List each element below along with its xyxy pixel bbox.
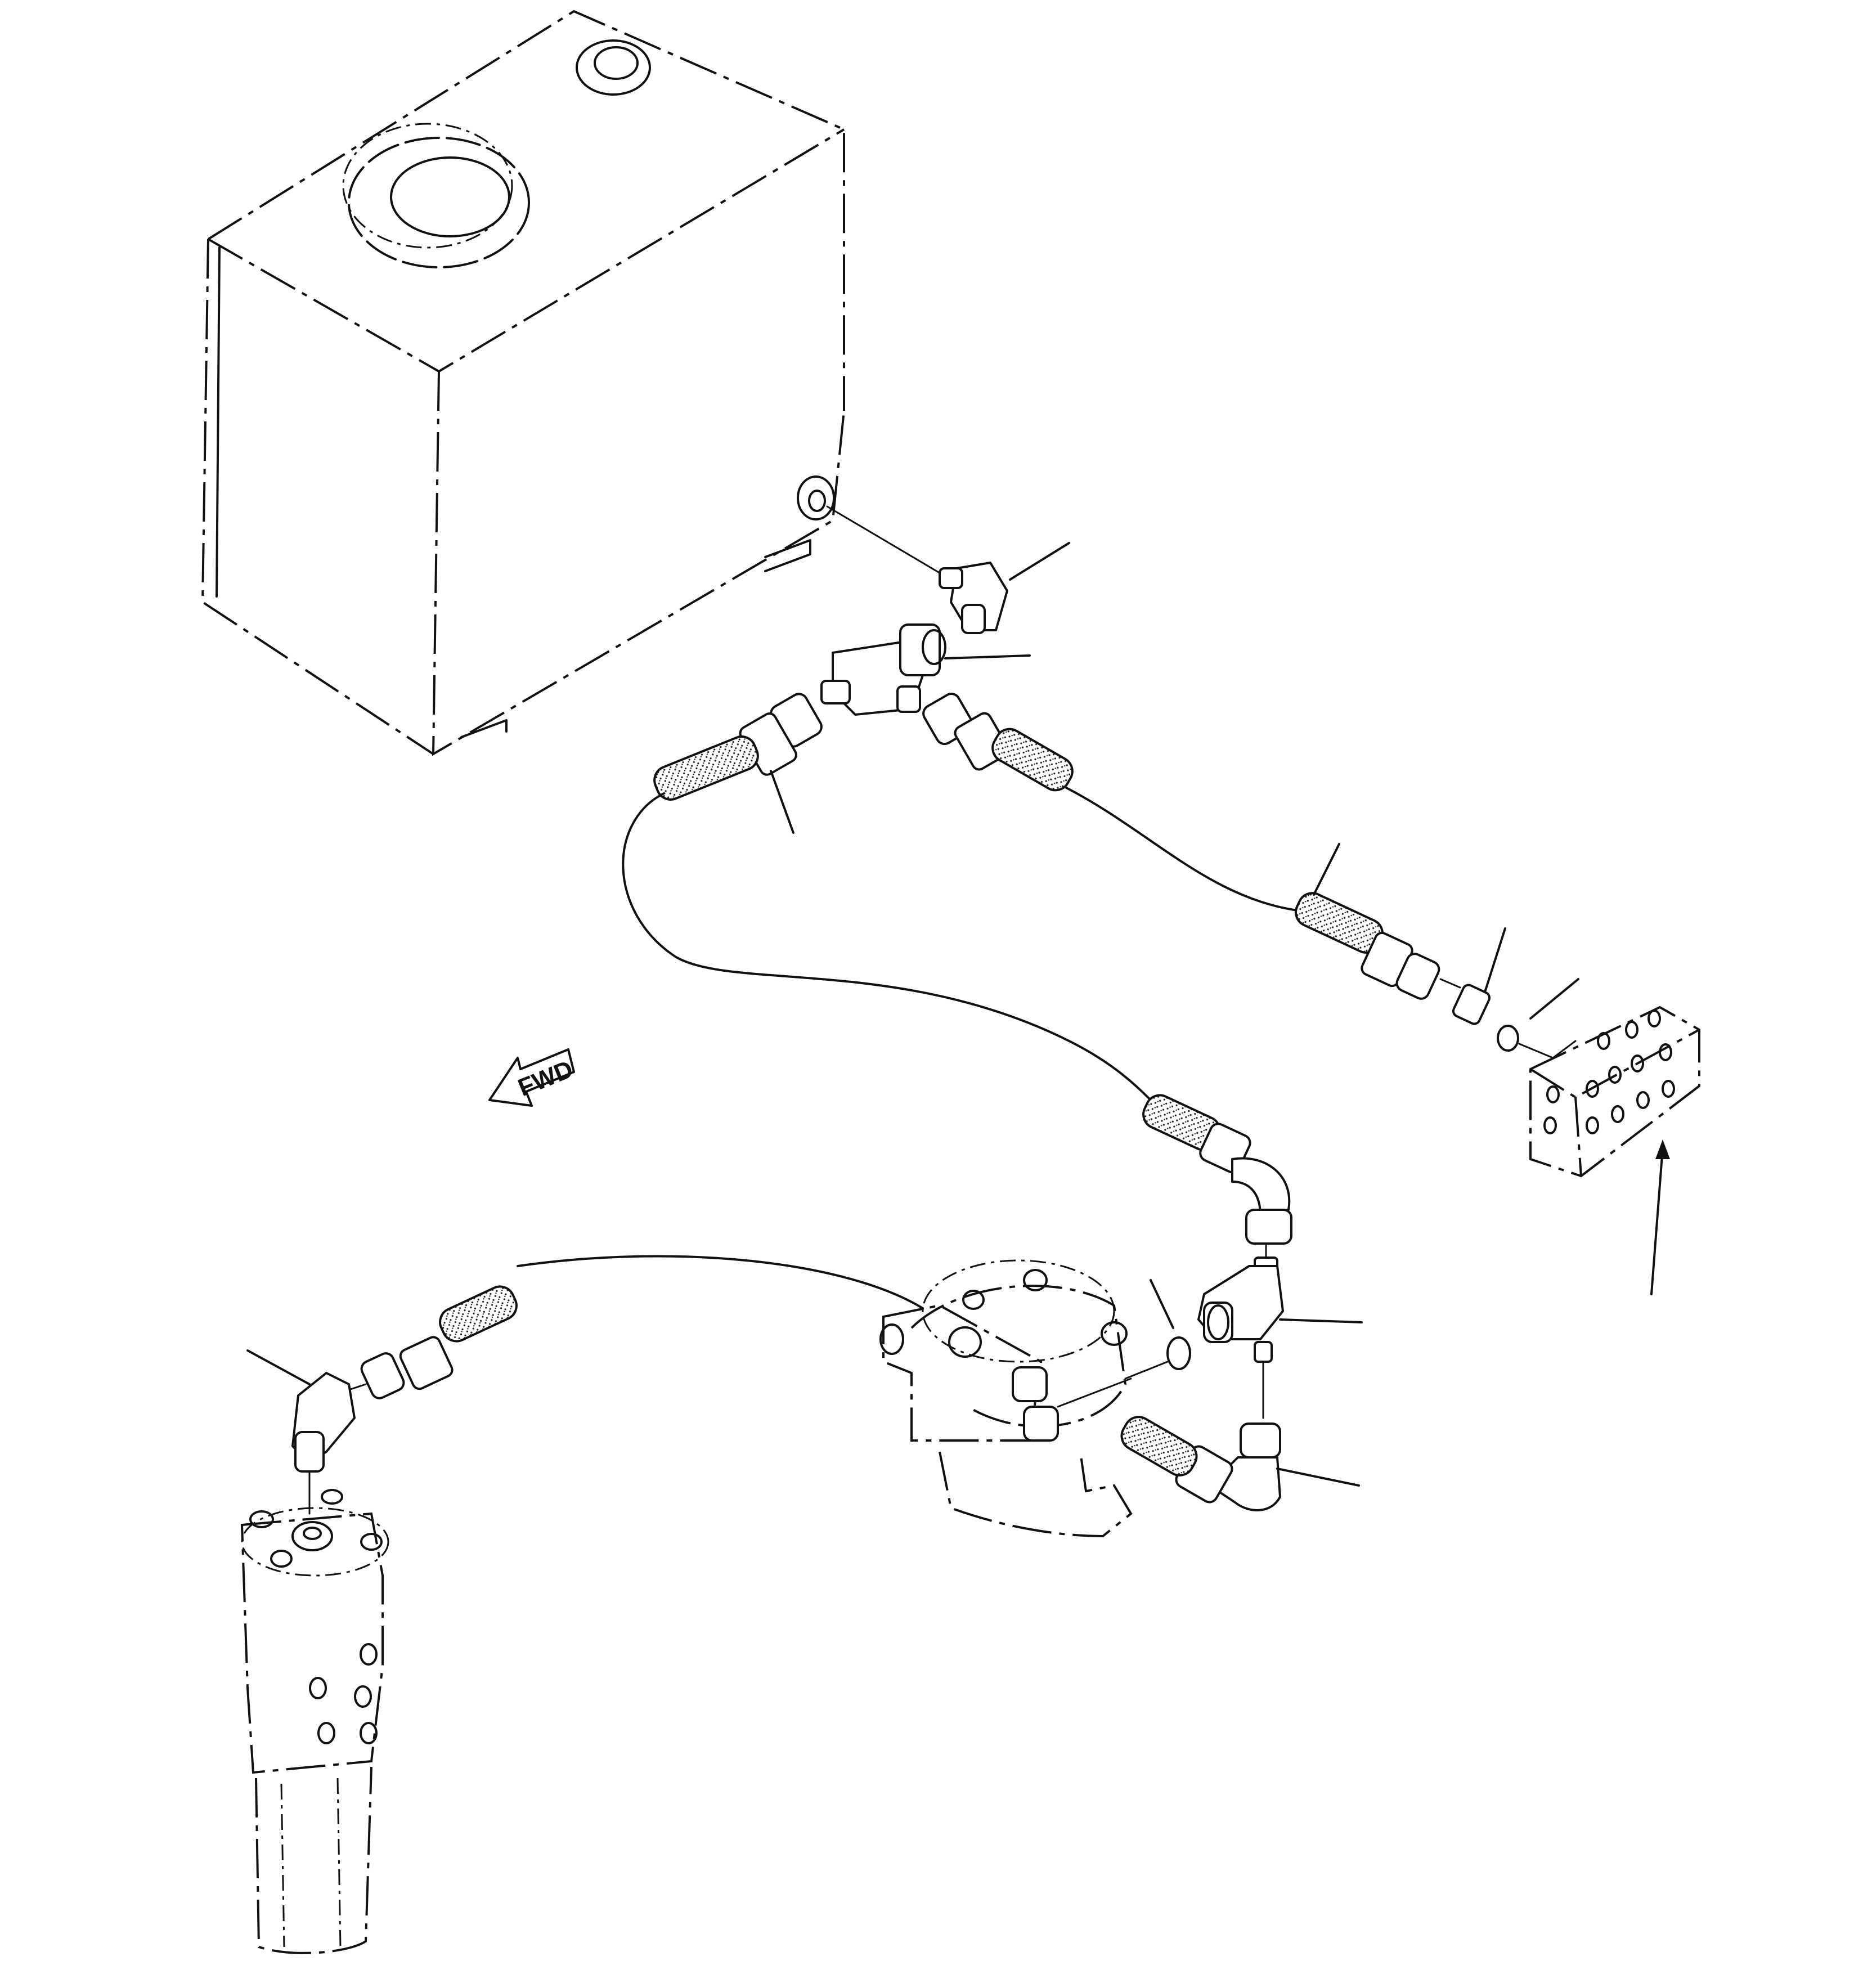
tee-fitting-upper <box>820 623 946 716</box>
tank-outlet-port <box>797 475 835 520</box>
fwd-direction-arrow: FWD <box>488 1048 577 1107</box>
o-ring-filter <box>1166 1336 1191 1370</box>
leader-line-elbow <box>1009 542 1070 581</box>
leader-line-oring <box>1529 978 1579 1020</box>
leader-line-tee-upper <box>944 654 1031 659</box>
leader-line-hose-right <box>1313 843 1340 896</box>
leader-line-elbow-steering <box>246 1349 311 1385</box>
hose-to-lower-tee <box>1142 1094 1292 1276</box>
leader-line-oring-filter <box>1150 1279 1174 1329</box>
arrowhead-valve <box>1655 1139 1670 1159</box>
leader-line-hose-left <box>770 770 794 834</box>
leader-arrow-valve <box>1650 1147 1664 1295</box>
elbow-fitting-steering <box>291 1372 356 1515</box>
tee-fitting-lower <box>1197 1265 1284 1419</box>
hose-left-upper <box>622 693 1155 1104</box>
fwd-label: FWD <box>514 1055 577 1102</box>
leader-line-elbow-lower <box>1276 1468 1360 1487</box>
steering-valve <box>240 1489 389 1954</box>
hose-lower-left <box>348 1255 924 1399</box>
control-valve-block <box>1529 1006 1700 1178</box>
hydraulic-tank <box>201 10 845 756</box>
leader-line-tee-lower <box>1279 1318 1363 1323</box>
leader-line-adapter <box>1484 927 1506 991</box>
hose-right-upper <box>922 693 1577 1059</box>
line-filter <box>879 1259 1133 1538</box>
elbow-fitting-lower <box>1120 1416 1281 1511</box>
tank-cap-small <box>576 39 651 96</box>
elbow-fitting-tank <box>826 505 1008 634</box>
tank-cap-large <box>342 123 530 268</box>
